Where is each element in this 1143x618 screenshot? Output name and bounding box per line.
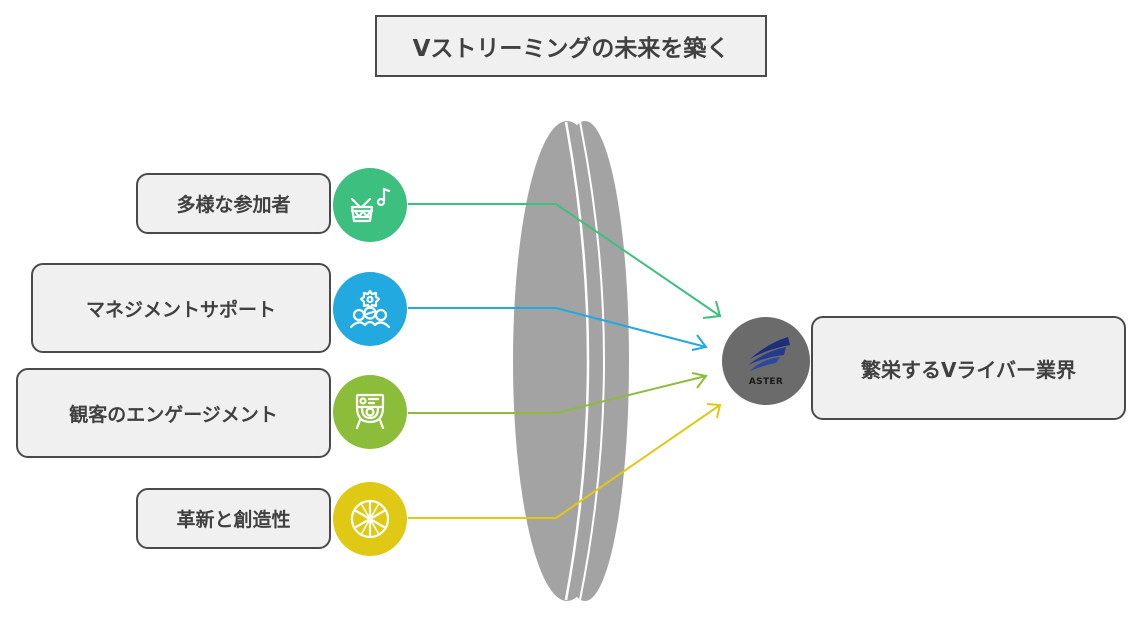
output-label: 繁栄するVライバー業界 [860,357,1077,382]
input-label: マネジメントサポート [85,298,276,321]
arrow-diverse-participants [408,203,721,317]
arrowhead-icon [706,403,722,419]
input-label: 革新と創造性 [176,509,291,531]
logo-text: ASTER [748,377,784,387]
output-box-thriving-industry: 繁栄するVライバー業界 [811,316,1126,420]
arrow-audience-engagement [408,375,707,414]
wing-icon [748,337,790,371]
input-label: 観客のエンゲージメント [69,403,278,426]
arrowhead-icon [691,334,708,351]
citrus-slice-icon [350,499,390,539]
arrow-management-support [408,307,707,348]
icon-circle-diverse-participants [333,168,407,242]
lens-front [513,121,621,601]
input-box-innovation-creativity: 革新と創造性 [136,488,331,549]
camera-device-icon [355,393,385,430]
input-box-diverse-participants: 多様な参加者 [136,173,331,234]
drum-music-icon [350,187,391,223]
team-gear-icon [349,289,391,329]
aster-logo: ASTER [722,317,810,405]
arrow-innovation-creativity [408,404,721,519]
diagram-title: Vストリーミングの未来を築く [375,15,767,77]
input-box-audience-engagement: 観客のエンゲージメント [16,368,331,458]
arrowhead-icon [691,372,708,389]
icon-circle-innovation-creativity [333,482,407,556]
icon-circle-audience-engagement [333,375,407,449]
lens-edge-line-1 [564,121,590,601]
input-box-management-support: マネジメントサポート [31,263,331,353]
lens [513,121,629,601]
arrowhead-icon [702,300,722,319]
icon-circle-management-support [333,272,407,346]
lens-edge-line-2 [579,121,605,601]
input-label: 多様な参加者 [176,194,291,216]
